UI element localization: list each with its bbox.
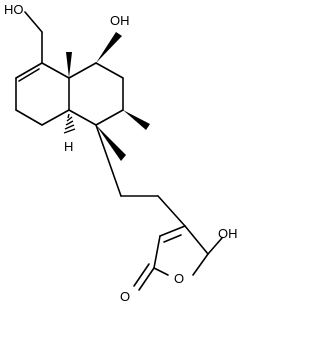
wedge-methyl-fusion [66,52,72,78]
hash-bond-h [63,113,76,134]
bond-carbonyl [138,267,155,291]
bond-c5-c6 [15,62,43,79]
bond-c4f-c3f-double [163,234,182,243]
bond-c5f-c4f [153,235,161,269]
bond-c2f-o [192,253,209,276]
bond-c4-c3 [95,62,124,79]
bond-c3f-c2f [184,225,209,255]
bond-c5-c6-double [18,68,40,82]
bond-ho-ch2 [24,11,43,33]
bond-c5-c4a [41,62,70,79]
atom-label-oh-right: OH [218,226,238,241]
atom-label-o-ring: O [174,271,184,286]
wedge-oh [96,32,122,63]
bond-carbonyl-double [133,263,150,287]
bond-c4f-c3f [159,225,186,237]
bond-c4a-c4 [68,62,97,79]
bond-c7-c8 [15,109,43,126]
atom-label-h-stereo: H [64,139,73,154]
bond-o-c5f [153,267,169,276]
bond-c2f-oh [207,237,223,255]
bond-ch2-furanone [157,195,186,227]
wedge-methyl-c1 [96,125,126,161]
bond-c1-ch2 [95,124,122,197]
atom-label-oh-top: OH [110,13,130,28]
chemical-structure-diagram: HO OH H OH O O [4,2,238,304]
bond-c8-c8a [41,109,70,126]
bond-skeleton [15,11,223,291]
bond-c2-c1 [95,109,124,126]
atom-label-o-carbonyl: O [120,289,130,304]
stereo-bonds [66,32,150,161]
structure-canvas: HO OH H OH O O [4,2,238,304]
atom-label-ho-top-left: HO [4,2,24,17]
wedge-methyl-c2 [123,110,150,130]
bond-c1-c8a [68,109,97,126]
